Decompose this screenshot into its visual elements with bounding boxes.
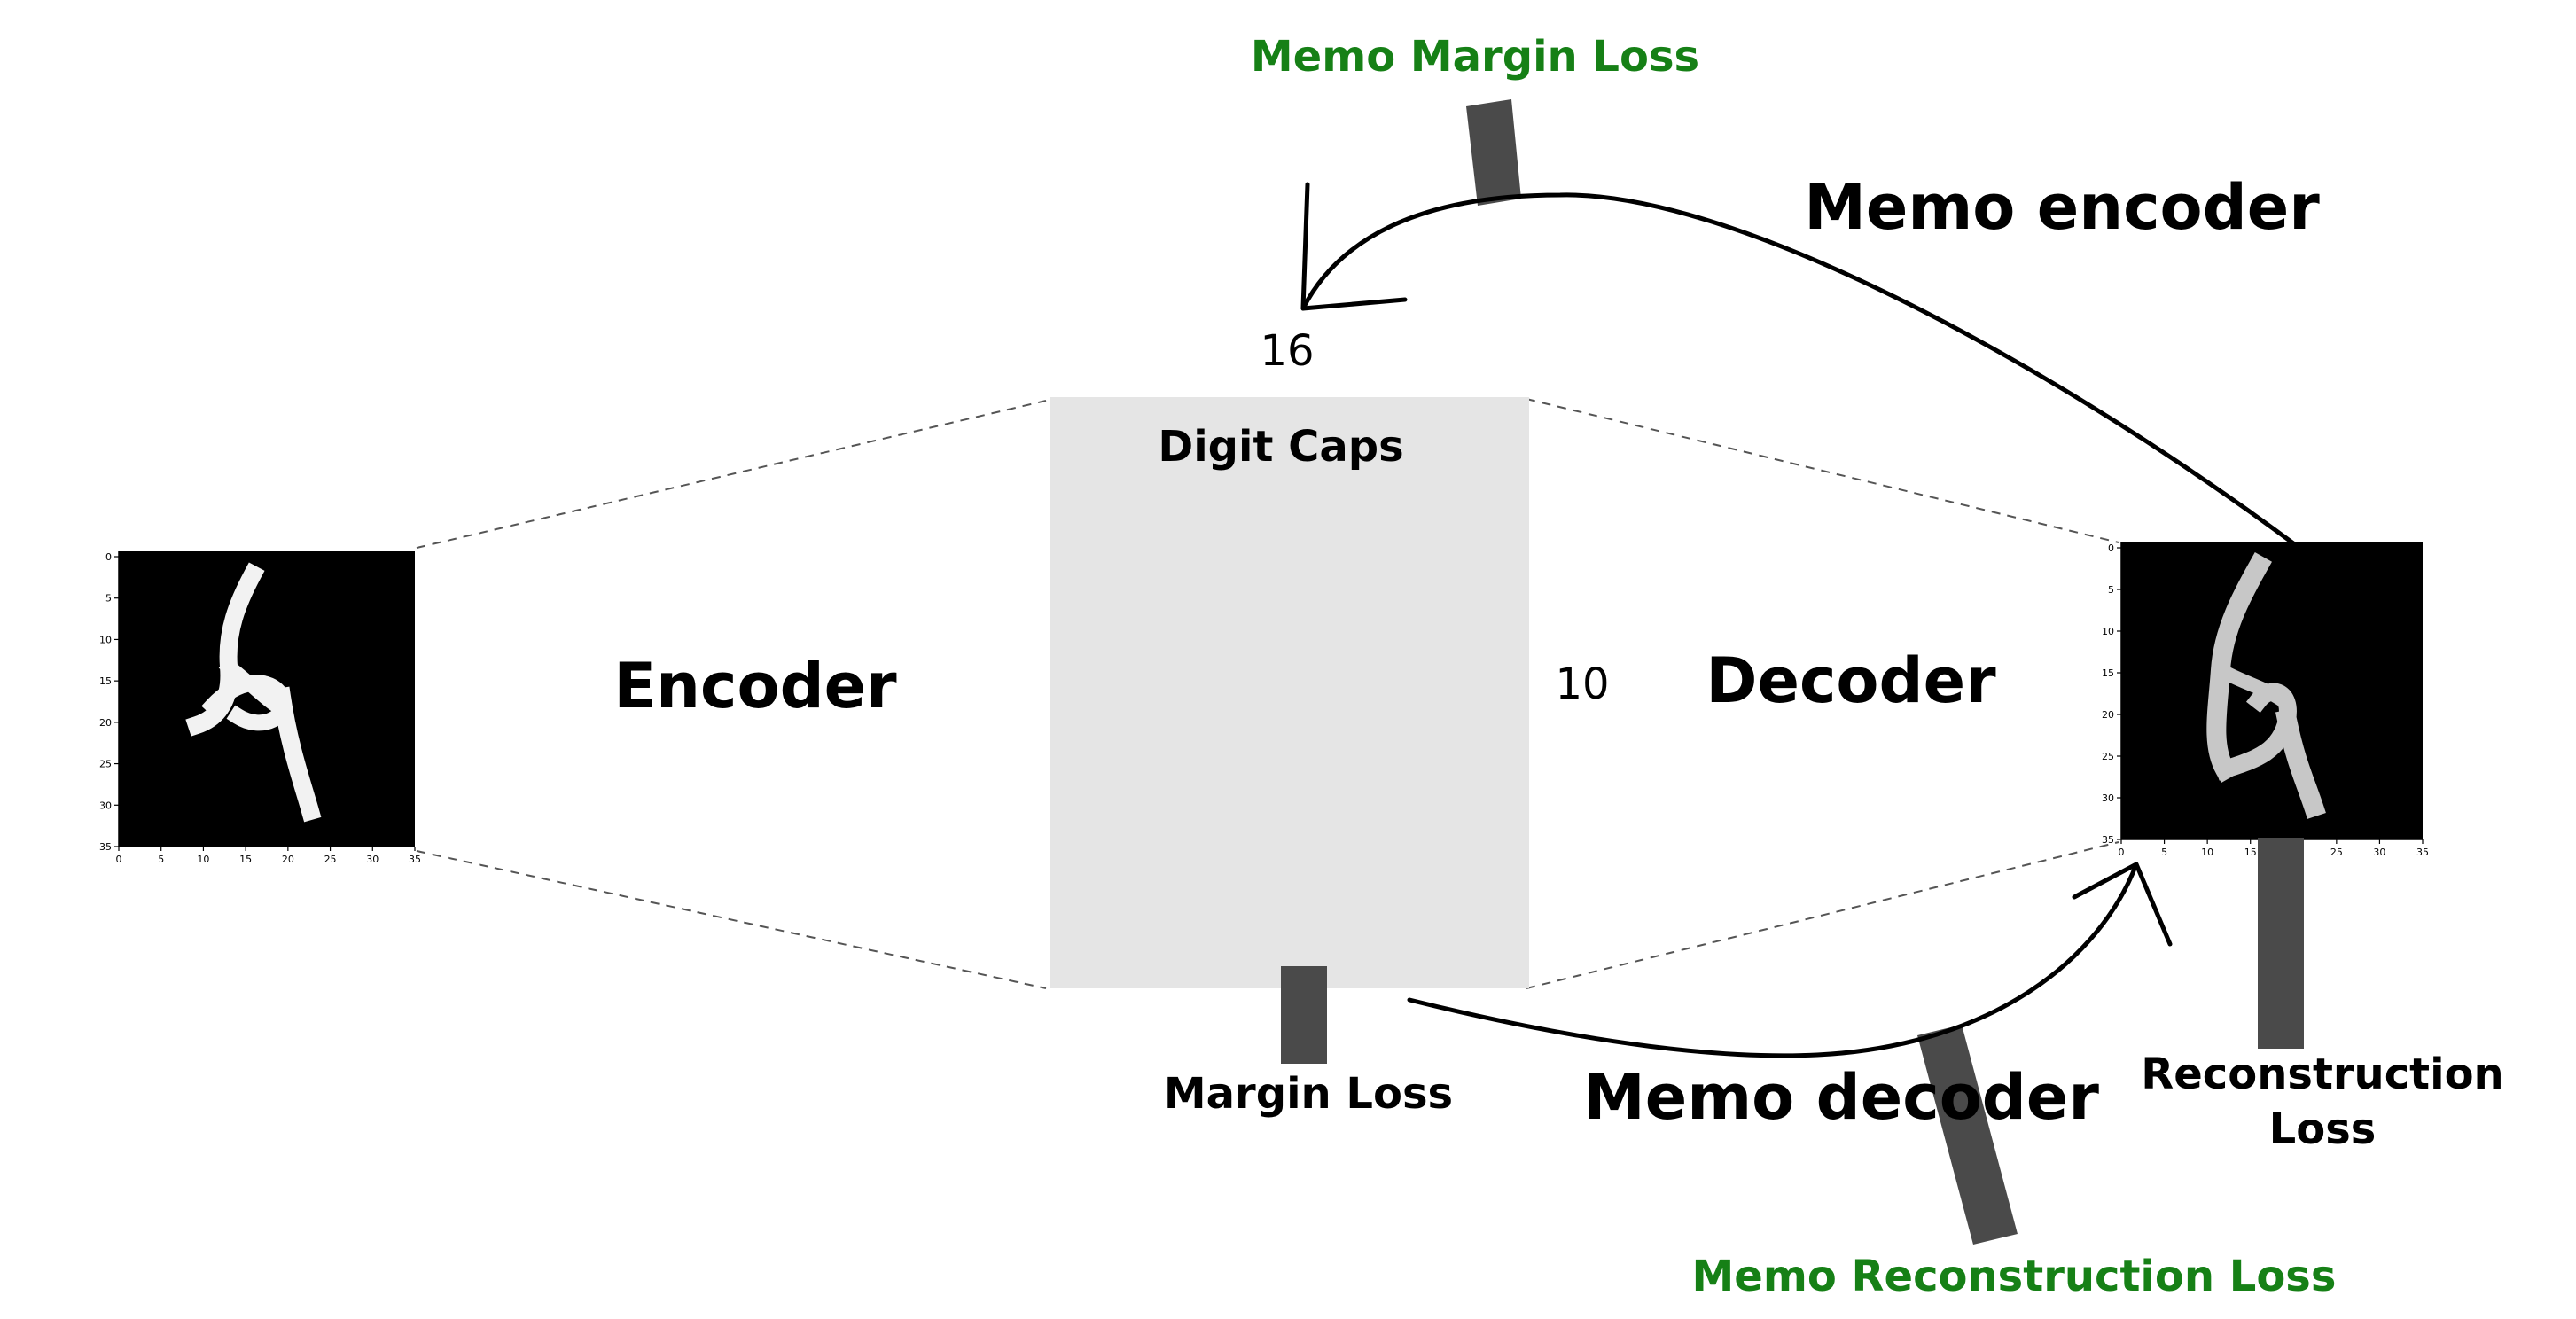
memo-encoder-arrowhead bbox=[1300, 182, 1408, 311]
reconstruction-loss-label-line1: Reconstruction bbox=[2141, 1050, 2503, 1099]
input_image-ytick-label: 20 bbox=[99, 717, 112, 729]
memo-margin-loss-bar bbox=[1466, 99, 1521, 206]
output_image-xtick-label: 5 bbox=[2161, 847, 2167, 858]
memo-decoder-arrow bbox=[1407, 862, 2173, 1058]
input_image-ytick-label: 35 bbox=[99, 841, 112, 853]
output-digit-strokes bbox=[2206, 552, 2326, 819]
memo-encoder-curve bbox=[1300, 192, 2299, 548]
output_image-ytick-label: 20 bbox=[2102, 709, 2114, 721]
output_image-xtick-label: 0 bbox=[2119, 847, 2125, 858]
output_image-ytick-label: 0 bbox=[2108, 542, 2114, 554]
output_image-xtick-label: 10 bbox=[2201, 847, 2213, 858]
projection-lines bbox=[416, 398, 2119, 989]
input_image-xtick-label: 15 bbox=[239, 854, 252, 865]
digit-caps-label: Digit Caps bbox=[1158, 422, 1403, 472]
input_image-xtick-label: 20 bbox=[282, 854, 294, 865]
reconstruction-loss-bar bbox=[2258, 838, 2304, 1049]
digit-caps-box bbox=[1050, 397, 1529, 988]
output_image-xtick-label: 30 bbox=[2373, 847, 2385, 858]
input_image-xtick-label: 10 bbox=[197, 854, 209, 865]
input_image-xtick-label: 30 bbox=[366, 854, 379, 865]
input_image-xtick-label: 25 bbox=[324, 854, 337, 865]
output_image-ytick-label: 35 bbox=[2102, 834, 2114, 846]
input_image-ytick-label: 30 bbox=[99, 800, 112, 811]
dimension-10-label: 10 bbox=[1555, 660, 1609, 709]
memo-decoder-curve bbox=[1407, 862, 2139, 1058]
reconstruction-loss-label-line2: Loss bbox=[2269, 1104, 2377, 1154]
margin-loss-bar bbox=[1281, 966, 1327, 1064]
output_image-ytick-label: 5 bbox=[2108, 584, 2114, 596]
memo-reconstruction-loss-bar bbox=[1917, 1025, 2018, 1245]
output_image-ytick-label: 10 bbox=[2102, 626, 2114, 637]
dimension-16-label: 16 bbox=[1260, 326, 1314, 376]
output_image-xtick-label: 25 bbox=[2330, 847, 2343, 858]
input_image-xtick-label: 0 bbox=[116, 854, 122, 865]
input-digit-image: 0 5 10 15 20 25 30 35 0 5 10 15 20 25 30 35 bbox=[99, 551, 421, 865]
memo-reconstruction-loss-label: Memo Reconstruction Loss bbox=[1692, 1252, 2337, 1301]
input-image-axes bbox=[118, 551, 415, 847]
output_image-ytick-label: 30 bbox=[2102, 792, 2114, 804]
input-digit-strokes bbox=[185, 562, 322, 823]
margin-loss-label: Margin Loss bbox=[1164, 1069, 1453, 1119]
memo-margin-loss-label: Memo Margin Loss bbox=[1251, 32, 1699, 82]
input-image-ticks: 0 5 10 15 20 25 30 35 0 5 10 15 20 25 30 35 bbox=[99, 551, 421, 865]
output_image-ytick-label: 25 bbox=[2102, 751, 2114, 762]
memo-encoder-arrow bbox=[1300, 182, 2299, 548]
input_image-ytick-label: 5 bbox=[105, 593, 112, 605]
memo-encoder-label: Memo encoder bbox=[1804, 171, 2320, 244]
memo-decoder-label: Memo decoder bbox=[1583, 1061, 2099, 1134]
memo-decoder-arrowhead bbox=[2072, 862, 2173, 947]
input_image-xtick-label: 5 bbox=[158, 854, 164, 865]
output_image-xtick-label: 35 bbox=[2416, 847, 2429, 858]
input_image-ytick-label: 0 bbox=[105, 551, 112, 563]
input_image-ytick-label: 10 bbox=[99, 634, 112, 645]
projection-line-bottom-right bbox=[1526, 841, 2119, 989]
encoder-label: Encoder bbox=[613, 650, 897, 722]
output_image-ytick-label: 15 bbox=[2102, 667, 2114, 679]
projection-line-top-right bbox=[1526, 398, 2119, 543]
output_image-xtick-label: 15 bbox=[2244, 847, 2257, 858]
input_image-xtick-label: 35 bbox=[409, 854, 421, 865]
projection-line-top-left bbox=[416, 400, 1047, 549]
input_image-ytick-label: 15 bbox=[99, 675, 112, 687]
input_image-ytick-label: 25 bbox=[99, 759, 112, 770]
projection-line-bottom-left bbox=[416, 850, 1047, 989]
decoder-label: Decoder bbox=[1706, 644, 1996, 717]
